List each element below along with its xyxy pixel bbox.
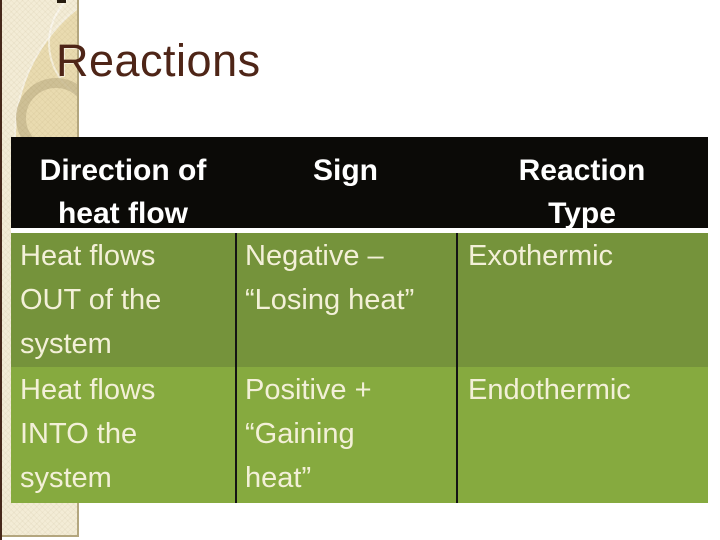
table-row-endothermic: Heat flows INTO the system Positive + “G… bbox=[11, 367, 708, 503]
slide-title: Reactions bbox=[56, 35, 261, 86]
table-cell-sign: Negative – “Losing heat” bbox=[235, 233, 456, 367]
table-cell-reaction-type: Exothermic bbox=[456, 233, 708, 367]
reactions-table: Direction of heat flow Sign Reaction Typ… bbox=[11, 137, 708, 503]
slide-left-edge-line bbox=[0, 0, 2, 540]
table-cell-sign: Positive + “Gaining heat” bbox=[235, 367, 456, 503]
table-header-divider bbox=[11, 228, 708, 233]
table-cell-direction: Heat flows OUT of the system bbox=[20, 240, 162, 360]
table-row-exothermic: Heat flows OUT of the system Negative – … bbox=[11, 233, 708, 367]
table-header-direction-of-heat-flow: Direction of heat flow bbox=[39, 154, 207, 228]
table-cell-direction: Heat flows INTO the system bbox=[20, 374, 156, 494]
table-header-reaction-type: Reaction Type bbox=[518, 154, 646, 228]
strip-top-notch bbox=[57, 0, 66, 3]
table-cell-reaction-type: Endothermic bbox=[456, 367, 708, 503]
table-header-row: Direction of heat flow Sign Reaction Typ… bbox=[11, 137, 708, 228]
table-header-sign: Sign bbox=[313, 154, 378, 187]
